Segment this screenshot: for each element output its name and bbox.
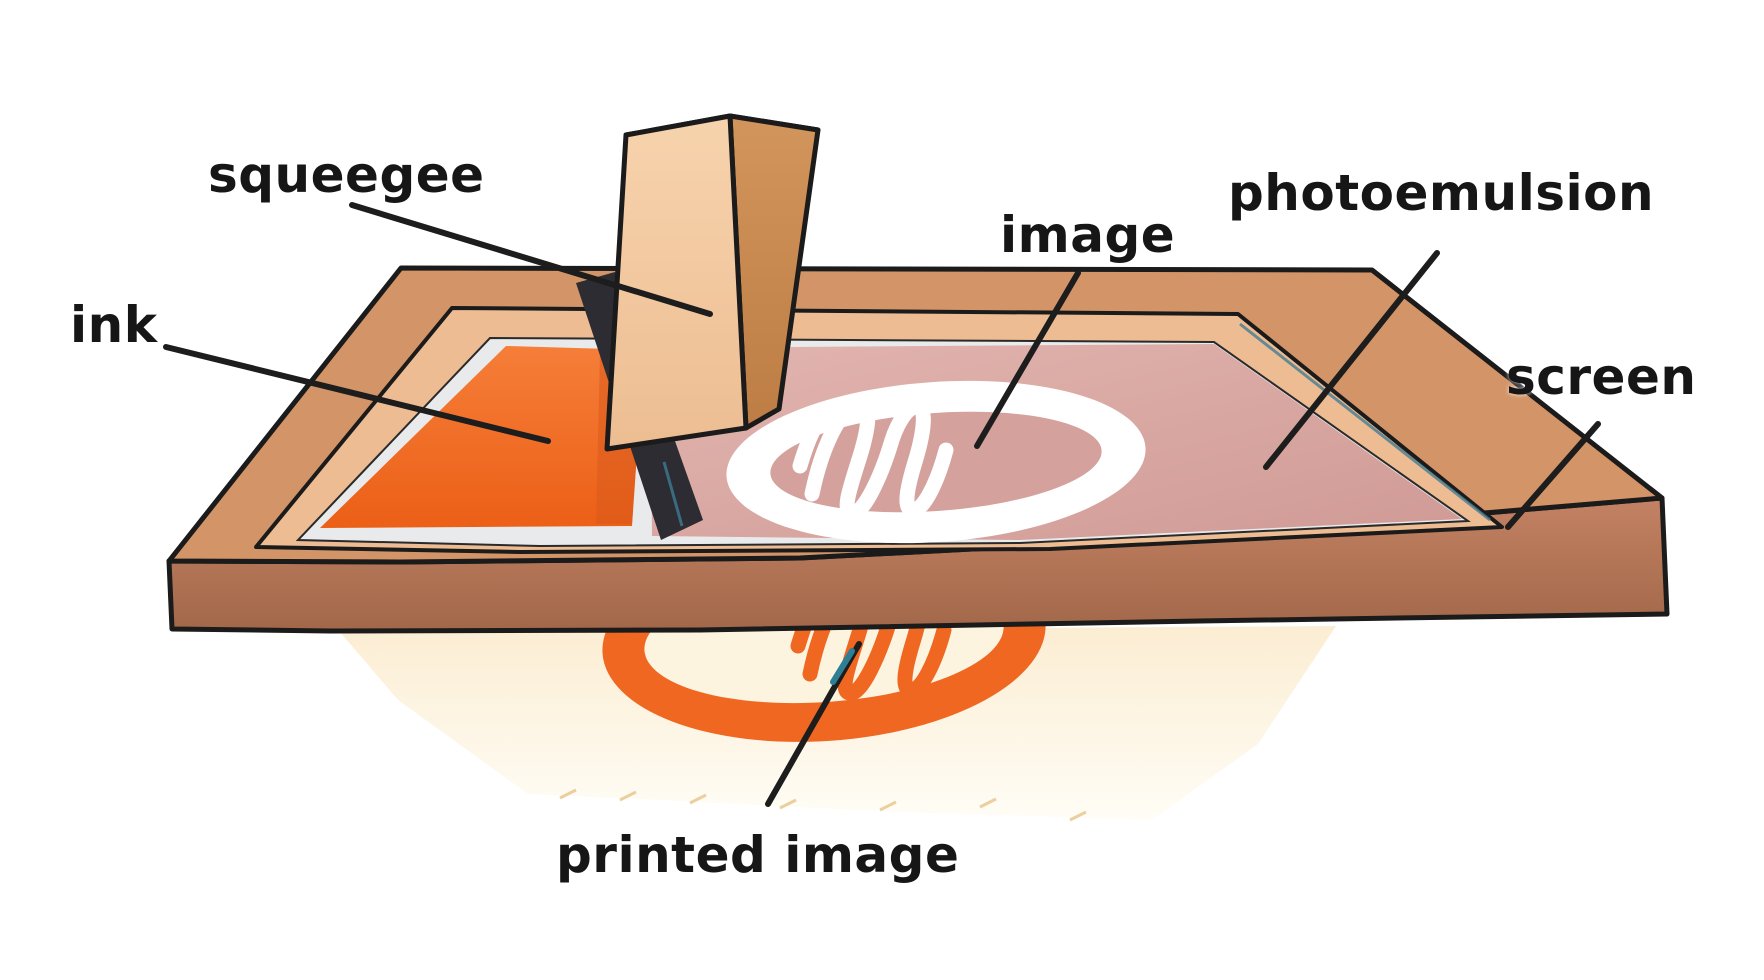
leader-printed-image [765, 641, 862, 807]
leader-squeegee [349, 202, 713, 317]
label-ink: ink [70, 296, 158, 354]
squeegee-front-face [604, 113, 749, 452]
leader-ink [163, 344, 551, 444]
leader-printed-image-teal [830, 648, 855, 685]
squeegee [576, 113, 821, 540]
label-photoemulsion: photoemulsion [1228, 164, 1655, 222]
leader-screen [1505, 421, 1601, 530]
squeegee-blade-highlight [662, 461, 684, 527]
printed-image-mark [602, 622, 1046, 742]
label-printed-image: printed image [556, 826, 960, 884]
label-screen: screen [1506, 348, 1697, 406]
label-squeegee: squeegee [208, 146, 485, 204]
image-oval [726, 380, 1146, 544]
leader-lines [163, 202, 1601, 807]
ink-pool [320, 346, 644, 528]
leader-image [974, 270, 1081, 449]
paper-edge-hatches [559, 788, 1087, 822]
label-image: image [1000, 206, 1176, 264]
printed-paper [340, 622, 1336, 822]
mesh-edge-teal-line [1239, 322, 1491, 522]
leader-photoemulsion [1263, 250, 1440, 470]
